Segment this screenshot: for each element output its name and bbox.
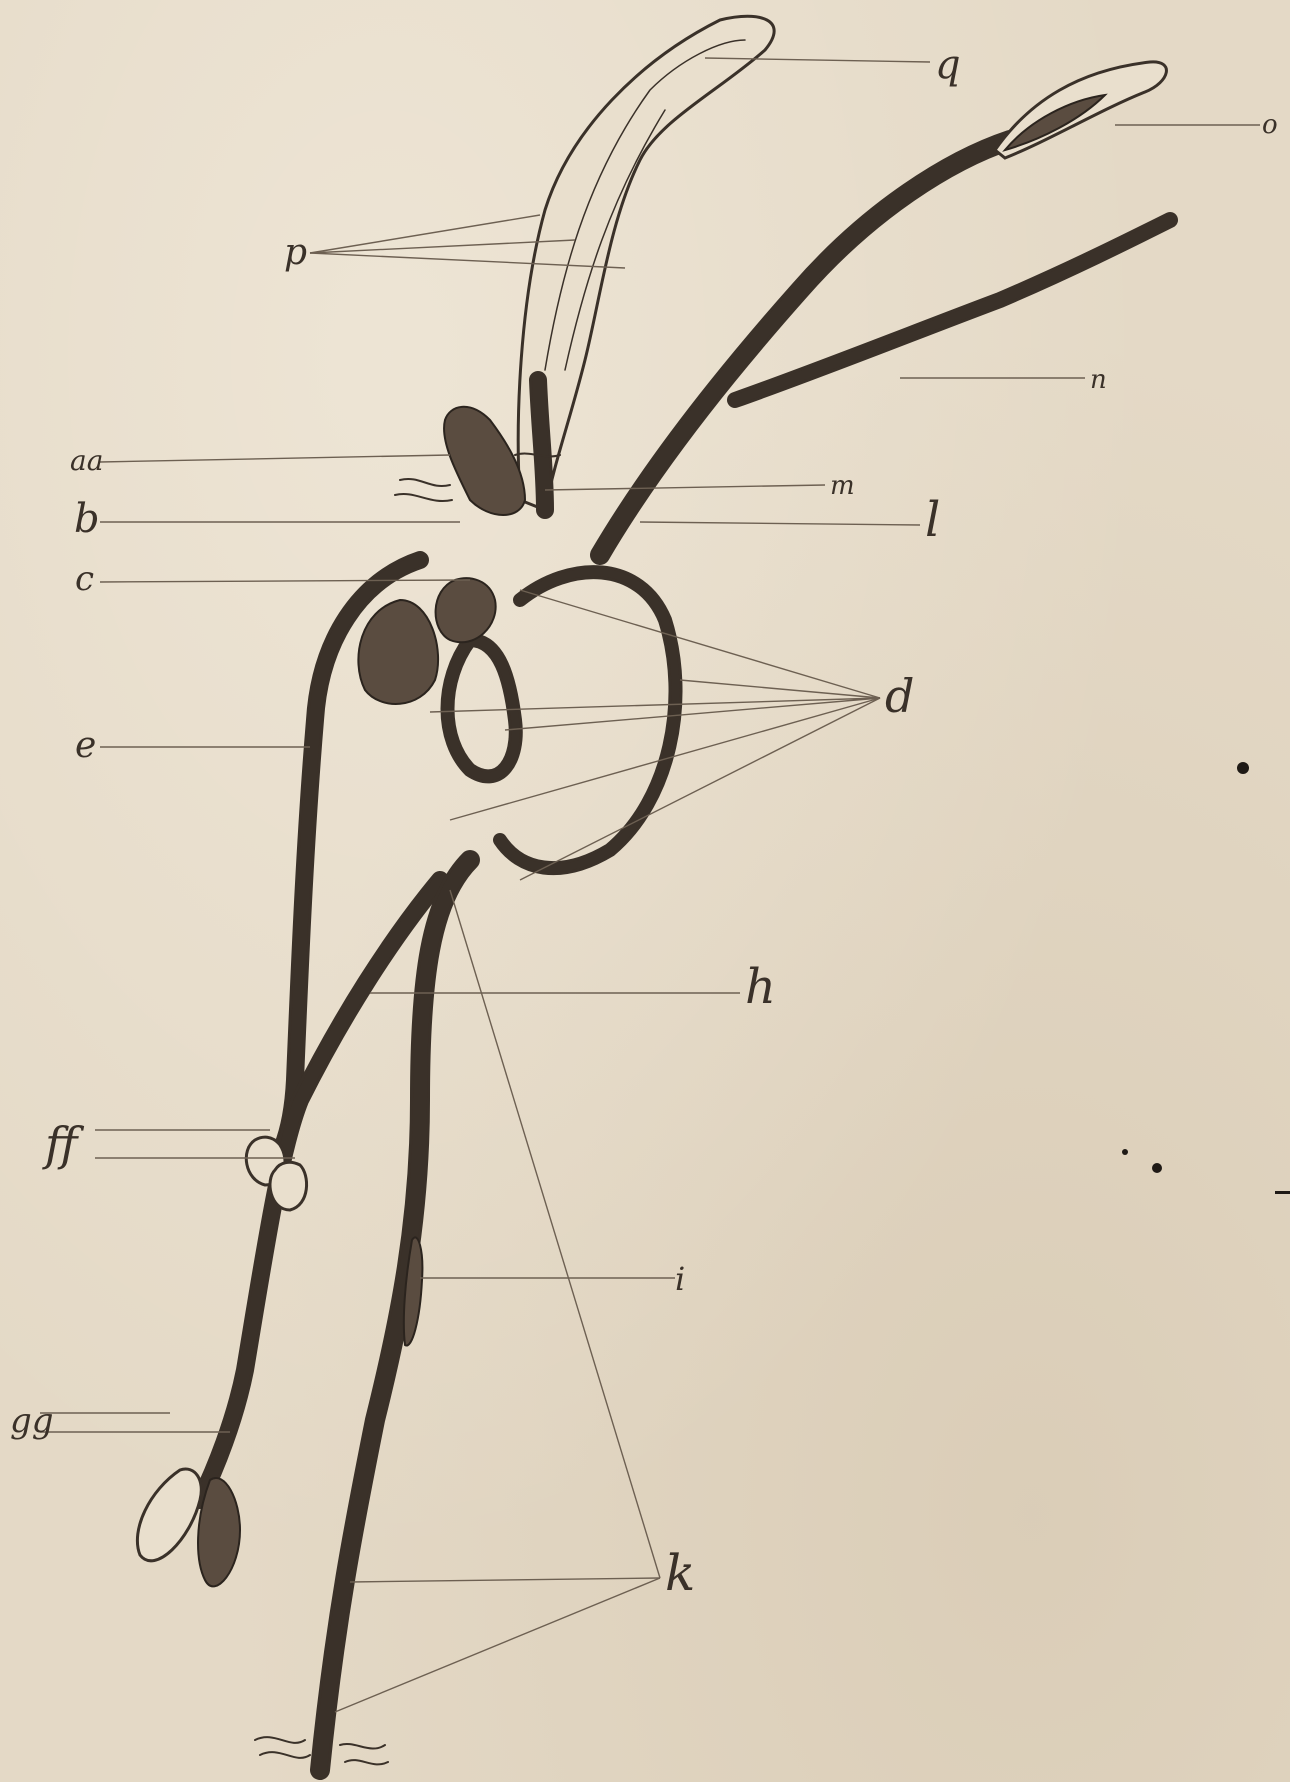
- leader-k-2: [350, 1578, 660, 1582]
- vessel-i-core: [320, 860, 470, 1770]
- chamber-c-left: [358, 600, 438, 704]
- label-q: q: [935, 42, 961, 88]
- label-i: i: [675, 1260, 685, 1298]
- label-c: c: [75, 559, 94, 599]
- label-e: e: [75, 725, 96, 766]
- ink-spot: [1237, 762, 1249, 774]
- leader-k-3: [335, 1578, 660, 1712]
- vessel-f-core: [200, 880, 440, 1500]
- leader-d-6: [520, 698, 880, 880]
- leader-c: [100, 580, 470, 582]
- label-o: o: [1262, 110, 1278, 140]
- chamber-c-right: [436, 578, 496, 642]
- vessel-o-outline: [600, 140, 1010, 555]
- leader-aa: [100, 455, 450, 462]
- bulb-g-1: [137, 1469, 201, 1561]
- vessel-d-loop-core: [500, 572, 676, 868]
- label-l: l: [925, 492, 940, 548]
- label-ff: ff: [42, 1117, 85, 1171]
- label-b: b: [74, 496, 100, 542]
- label-m: m: [830, 471, 855, 501]
- leader-l: [640, 522, 920, 525]
- bulb-g-2: [198, 1478, 240, 1586]
- label-h: h: [745, 959, 776, 1015]
- ink-spot: [1122, 1149, 1128, 1155]
- label-aa: aa: [70, 444, 103, 477]
- label-k: k: [665, 1544, 695, 1602]
- vessel-m-core: [538, 380, 545, 510]
- vessel-d-loop-outline: [500, 572, 676, 868]
- ink-mark: [1275, 1191, 1290, 1194]
- stump-b: [444, 407, 525, 515]
- label-n: n: [1090, 365, 1107, 395]
- label-p: p: [284, 232, 307, 273]
- vessel-o-core: [600, 140, 1010, 555]
- label-d: d: [885, 669, 914, 723]
- leader-d-3: [430, 698, 880, 712]
- vessel-q: [518, 16, 774, 510]
- leader-m: [545, 485, 825, 490]
- label-gg: gg: [10, 1401, 54, 1441]
- ink-spot: [1152, 1163, 1162, 1173]
- bulb-f-2: [270, 1162, 307, 1210]
- vessel-drawing: [137, 16, 1290, 1770]
